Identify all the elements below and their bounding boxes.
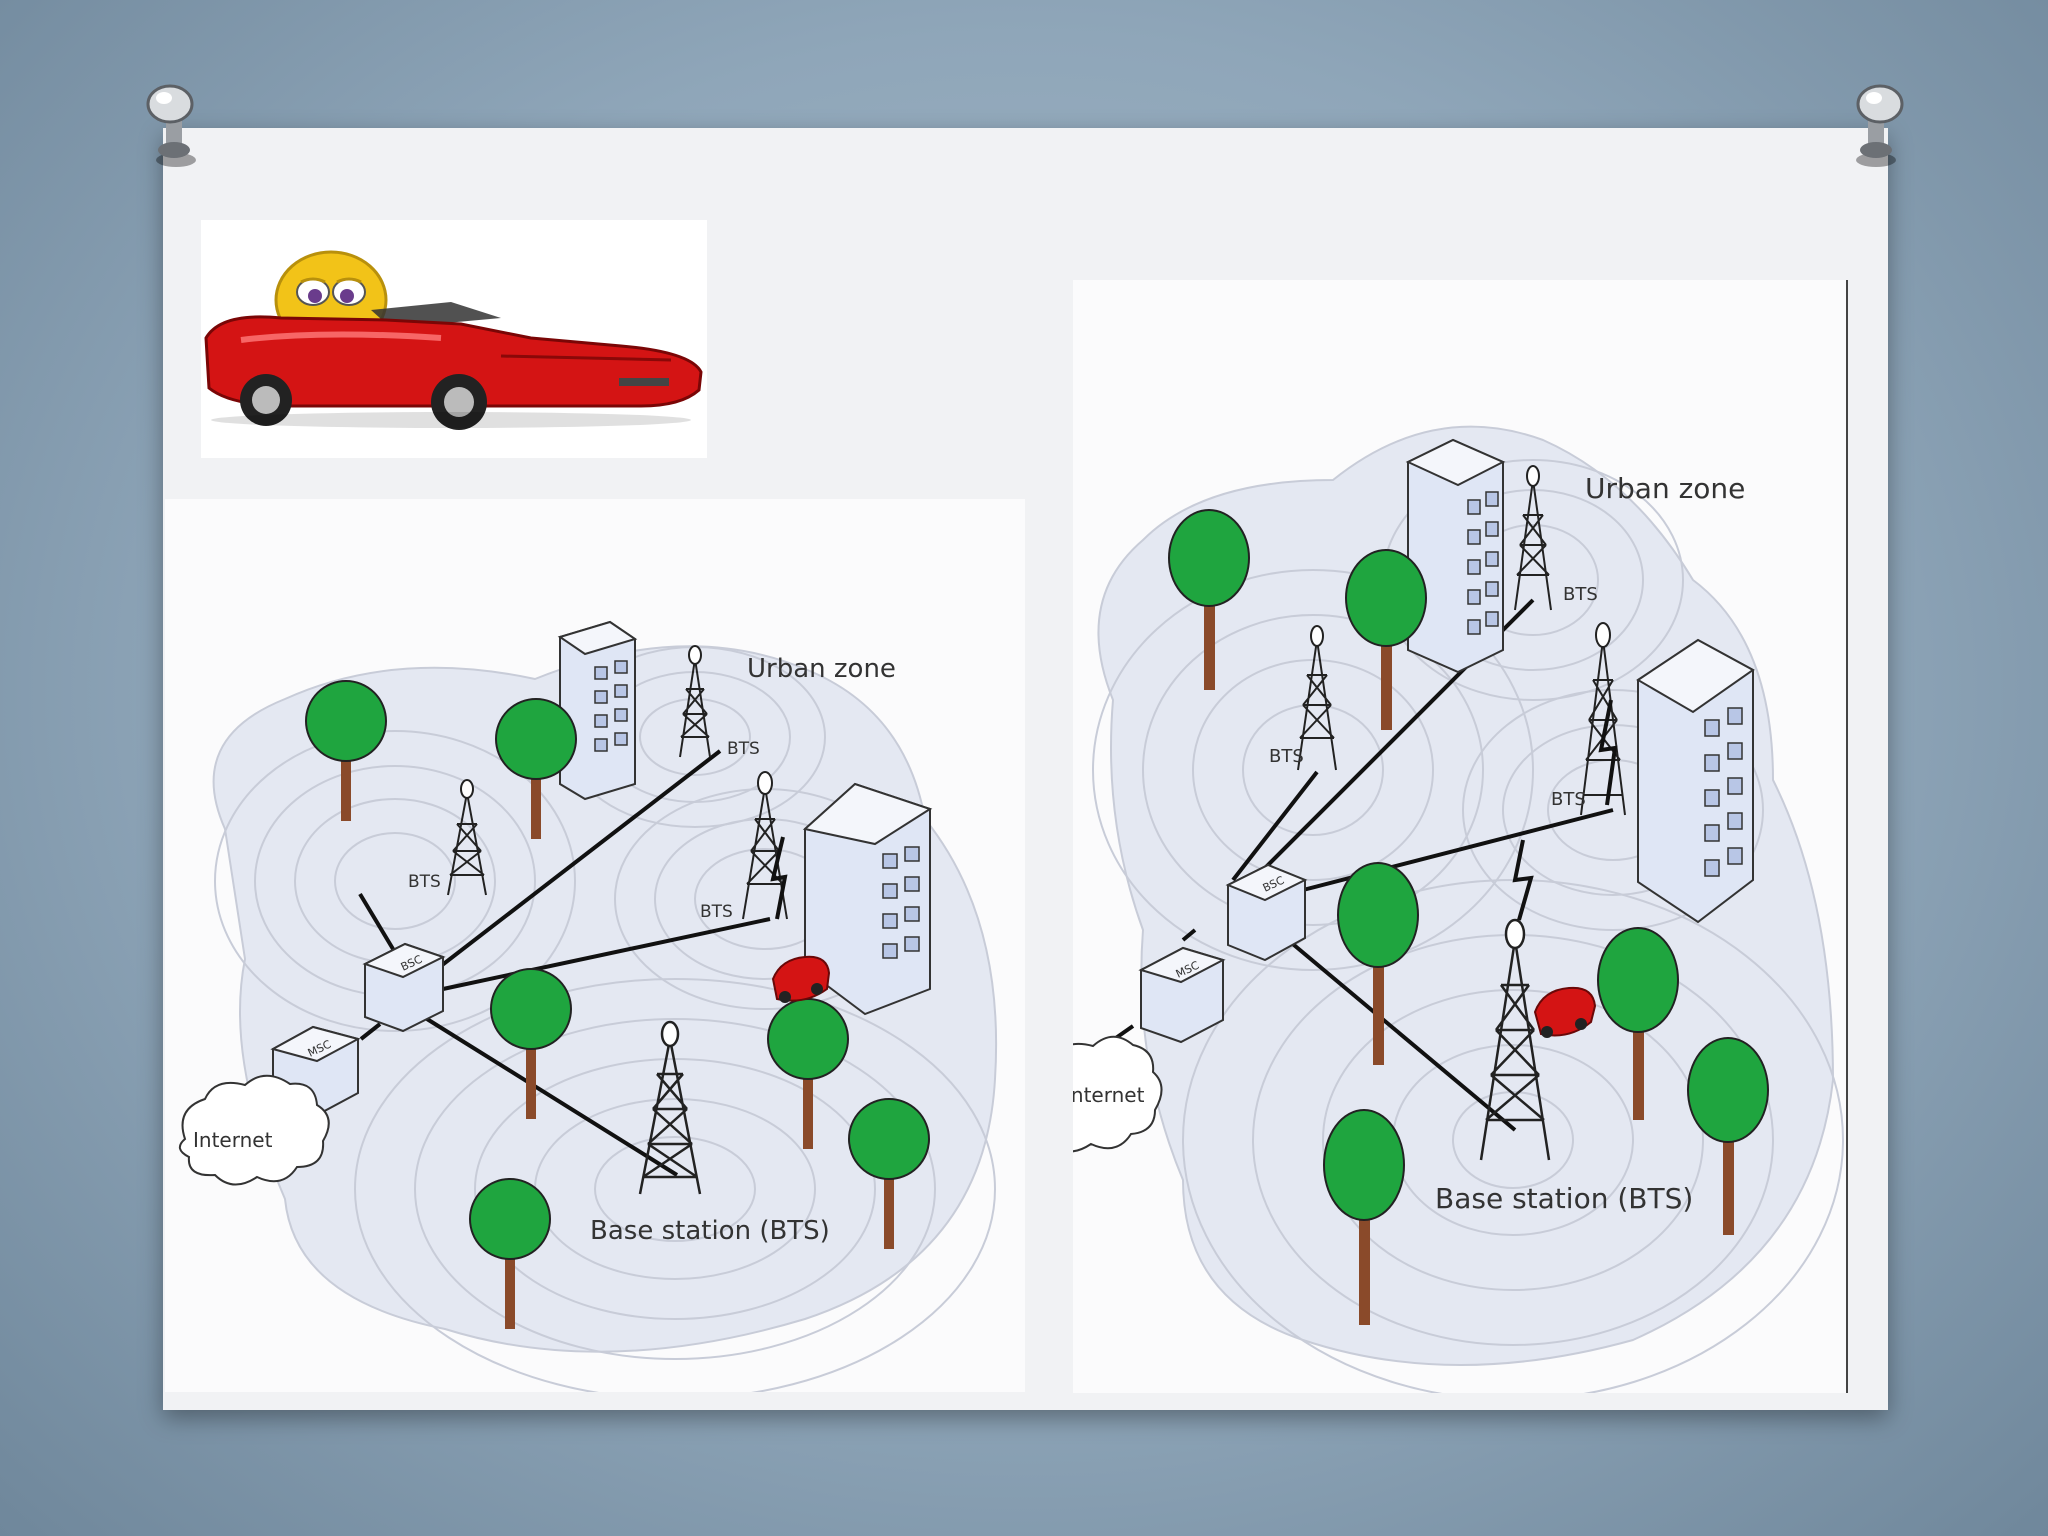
smiley-driving-red-car-icon: [201, 220, 707, 458]
zone-label: Urban zone: [747, 654, 896, 684]
zone-label: Urban zone: [1585, 472, 1745, 505]
building-icon: [1405, 438, 1506, 674]
bts-tower-icon: [1514, 465, 1552, 611]
tree-icon: [490, 968, 572, 1119]
red-car-icon: [771, 955, 831, 1003]
network-diagram-left: BSC MSC Internet Urban zone BTS BTS BTS …: [165, 499, 1025, 1392]
network-diagram-right: BSC MSC Internet Urban zone BTS BTS BTS …: [1073, 280, 1848, 1393]
bts-tower-icon: [1580, 622, 1626, 816]
bts-label: BTS: [700, 902, 733, 922]
thumbtack-icon: [1842, 82, 1912, 172]
signal-bolt-icon: [770, 836, 788, 920]
internet-cloud-icon: Internet: [178, 1074, 330, 1186]
tree-icon: [1168, 509, 1250, 690]
internet-label: Internet: [193, 1128, 273, 1152]
base-station-label: Base station (BTS): [590, 1216, 830, 1246]
bts-tower-icon: [679, 645, 711, 758]
link-lines: [273, 749, 771, 1177]
bts-label: BTS: [1563, 584, 1598, 605]
internet-label: Internet: [1073, 1083, 1145, 1107]
bts-tower-icon: [1479, 918, 1551, 1161]
tree-icon: [1337, 862, 1419, 1065]
bts-label: BTS: [727, 739, 760, 759]
tree-icon: [848, 1098, 930, 1249]
tree-icon: [1345, 549, 1427, 730]
bts-label: BTS: [408, 872, 441, 892]
internet-cloud-icon: Internet: [1073, 1035, 1163, 1153]
tree-icon: [1687, 1037, 1769, 1235]
coverage-area: [1092, 425, 1844, 1393]
bts-tower-icon: [638, 1020, 702, 1195]
tree-icon: [469, 1178, 551, 1329]
bts-tower-icon: [742, 771, 788, 920]
building-icon: [802, 782, 933, 1016]
bts-tower-icon: [447, 779, 487, 896]
thumbtack-icon: [138, 82, 208, 172]
bts-label: BTS: [1551, 789, 1586, 810]
tree-icon: [495, 698, 577, 839]
bts-tower-icon: [1297, 625, 1337, 771]
building-icon: [557, 620, 638, 801]
building-icon: [1636, 638, 1755, 924]
signal-bolt-icon: [1598, 699, 1618, 806]
red-car-icon: [1533, 986, 1597, 1038]
signal-bolt-icon: [1512, 839, 1534, 921]
tree-icon: [305, 680, 387, 821]
tree-icon: [1323, 1109, 1405, 1325]
bsc-box: BSC: [1225, 863, 1308, 962]
msc-box: MSC: [1138, 946, 1226, 1044]
bts-label: BTS: [1269, 746, 1304, 767]
bsc-box: BSC: [362, 942, 446, 1033]
base-station-label: Base station (BTS): [1435, 1182, 1693, 1215]
tree-icon: [1597, 927, 1679, 1120]
